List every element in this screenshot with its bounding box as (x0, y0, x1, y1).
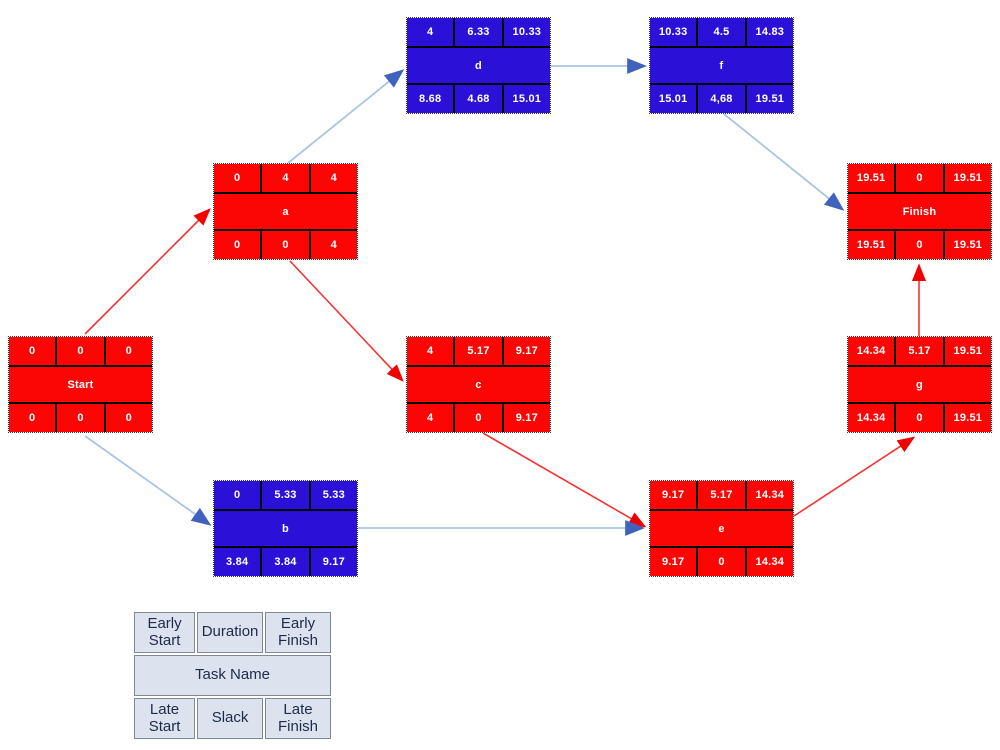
duration-value: 4.5 (698, 18, 745, 46)
duration-value: 5.17 (455, 337, 502, 365)
duration-value: 4 (262, 164, 309, 192)
task-node-f[interactable]: 10.33 4.5 14.83 f 15.01 4,68 19.51 (649, 17, 794, 114)
duration-value: 5.17 (896, 337, 943, 365)
task-node-c[interactable]: 4 5.17 9.17 c 4 0 9.17 (406, 336, 551, 433)
late-finish-value: 14.34 (746, 548, 793, 576)
arrow-e-to-g (793, 436, 916, 517)
early-finish-value: 14.83 (746, 18, 793, 46)
early-start-value: 10.33 (650, 18, 697, 46)
slack-value: 0 (896, 231, 943, 259)
legend-late-finish: Late Finish (265, 698, 331, 739)
task-name: e (650, 511, 793, 546)
slack-value: 4.68 (455, 85, 502, 113)
task-name: g (848, 367, 991, 402)
task-name: a (214, 194, 357, 229)
task-node-b[interactable]: 0 5.33 5.33 b 3.84 3.84 9.17 (213, 480, 358, 577)
late-finish-value: 9.17 (503, 404, 550, 432)
early-start-value: 4 (407, 18, 454, 46)
late-start-value: 9.17 (650, 548, 697, 576)
duration-value: 5.33 (262, 481, 309, 509)
early-finish-value: 5.33 (310, 481, 357, 509)
task-node-d[interactable]: 4 6.33 10.33 d 8.68 4.68 15.01 (406, 17, 551, 114)
late-finish-value: 0 (105, 404, 152, 432)
early-finish-value: 19.51 (944, 164, 991, 192)
arrow-start-to-a (84, 208, 211, 335)
slack-value: 0 (57, 404, 104, 432)
task-node-e[interactable]: 9.17 5.17 14.34 e 9.17 0 14.34 (649, 480, 794, 577)
early-start-value: 14.34 (848, 337, 895, 365)
slack-value: 0 (896, 404, 943, 432)
slack-value: 0 (262, 231, 309, 259)
arrow-a-to-d (287, 69, 405, 164)
task-name: Finish (848, 194, 991, 229)
late-start-value: 3.84 (214, 548, 261, 576)
task-node-a[interactable]: 0 4 4 a 0 0 4 (213, 163, 358, 260)
task-node-g[interactable]: 14.34 5.17 19.51 g 14.34 0 19.51 (847, 336, 992, 433)
early-start-value: 0 (214, 481, 261, 509)
late-finish-value: 9.17 (310, 548, 357, 576)
early-start-value: 9.17 (650, 481, 697, 509)
task-node-start[interactable]: 0 0 0 Start 0 0 0 (8, 336, 153, 433)
late-start-value: 15.01 (650, 85, 697, 113)
late-start-value: 0 (9, 404, 56, 432)
early-finish-value: 19.51 (944, 337, 991, 365)
task-name: c (407, 367, 550, 402)
early-finish-value: 4 (310, 164, 357, 192)
late-finish-value: 19.51 (944, 231, 991, 259)
duration-value: 6.33 (455, 18, 502, 46)
late-finish-value: 4 (310, 231, 357, 259)
task-node-finish[interactable]: 19.51 0 19.51 Finish 19.51 0 19.51 (847, 163, 992, 260)
slack-value: 4,68 (698, 85, 745, 113)
early-finish-value: 10.33 (503, 18, 550, 46)
late-finish-value: 15.01 (503, 85, 550, 113)
early-start-value: 0 (9, 337, 56, 365)
late-start-value: 8.68 (407, 85, 454, 113)
duration-value: 0 (896, 164, 943, 192)
legend-early-finish: Early Finish (265, 612, 331, 653)
legend-duration: Duration (197, 612, 264, 653)
legend-late-start: Late Start (134, 698, 196, 739)
slack-value: 0 (455, 404, 502, 432)
arrow-f-to-finish (723, 113, 845, 211)
late-start-value: 0 (214, 231, 261, 259)
legend-slack: Slack (197, 698, 264, 739)
legend-task-name: Task Name (134, 655, 331, 696)
slack-value: 3.84 (262, 548, 309, 576)
early-finish-value: 14.34 (746, 481, 793, 509)
arrow-a-to-c (289, 260, 404, 382)
early-finish-value: 9.17 (503, 337, 550, 365)
arrow-start-to-b (84, 435, 212, 526)
late-start-value: 4 (407, 404, 454, 432)
legend-early-start: Early Start (134, 612, 196, 653)
task-name: f (650, 48, 793, 83)
legend: Early Start Duration Early Finish Task N… (134, 612, 331, 739)
late-finish-value: 19.51 (944, 404, 991, 432)
late-finish-value: 19.51 (746, 85, 793, 113)
late-start-value: 14.34 (848, 404, 895, 432)
task-name: b (214, 511, 357, 546)
early-start-value: 4 (407, 337, 454, 365)
early-finish-value: 0 (105, 337, 152, 365)
arrow-c-to-e (482, 432, 647, 528)
task-name: Start (9, 367, 152, 402)
duration-value: 5.17 (698, 481, 745, 509)
duration-value: 0 (57, 337, 104, 365)
slack-value: 0 (698, 548, 745, 576)
early-start-value: 19.51 (848, 164, 895, 192)
late-start-value: 19.51 (848, 231, 895, 259)
task-name: d (407, 48, 550, 83)
early-start-value: 0 (214, 164, 261, 192)
